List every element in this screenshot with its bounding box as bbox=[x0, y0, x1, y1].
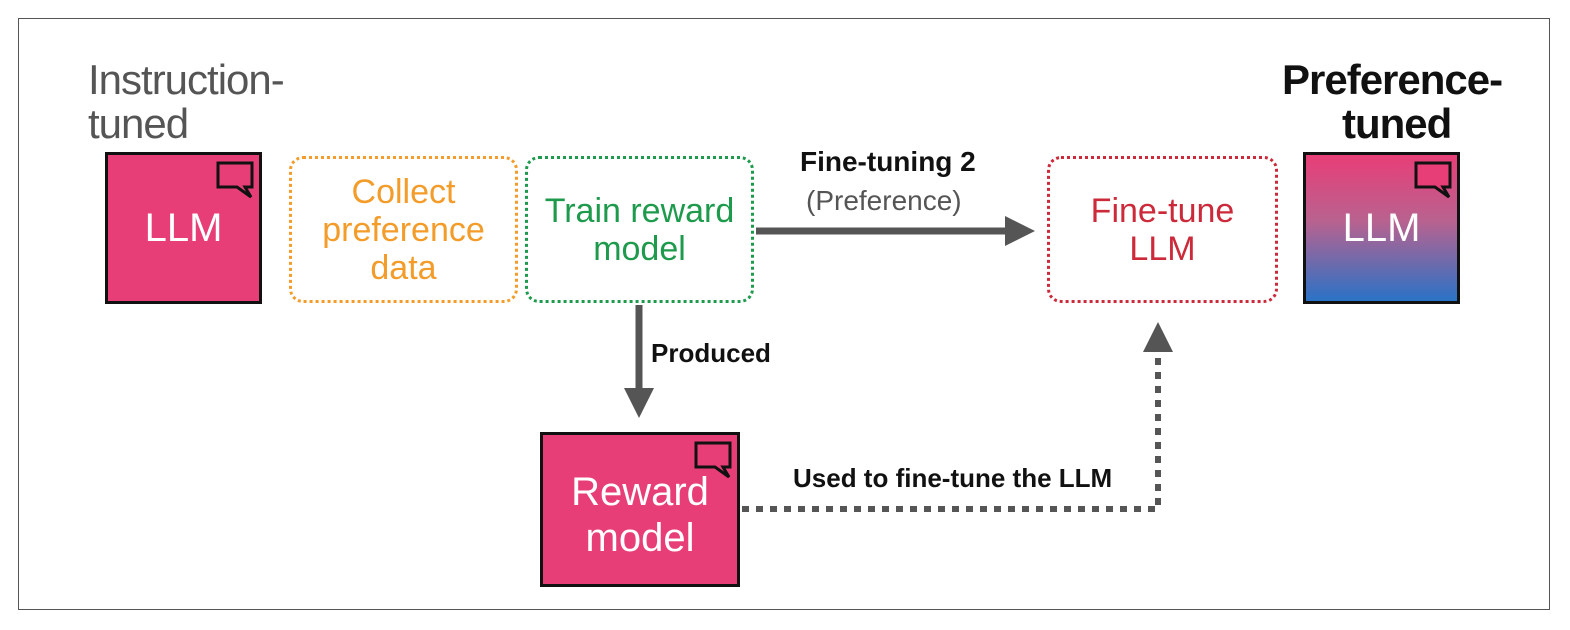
speech-bubble-icon bbox=[1414, 161, 1452, 199]
reward-model-box: Reward model bbox=[540, 432, 740, 587]
produced-arrow-head bbox=[624, 388, 654, 418]
preference-label: (Preference) bbox=[806, 185, 962, 216]
reward-line: model bbox=[585, 515, 695, 560]
step-line: LLM bbox=[1129, 229, 1196, 268]
collect-preference-data-step: Collect preference data bbox=[289, 156, 518, 303]
title-line: Preference- bbox=[1282, 56, 1503, 103]
finetuning-label: Fine-tuning 2 bbox=[800, 146, 976, 177]
llm-label: LLM bbox=[144, 206, 223, 250]
used-arrow-head bbox=[1143, 322, 1173, 352]
speech-bubble-icon bbox=[694, 441, 732, 479]
step-line: Fine-tune bbox=[1090, 191, 1235, 230]
step-line: Train reward bbox=[544, 191, 735, 230]
step-line: data bbox=[370, 248, 437, 287]
step-line: Collect bbox=[351, 172, 456, 211]
produced-label: Produced bbox=[651, 338, 771, 368]
instruction-llm-box: LLM bbox=[105, 152, 262, 304]
preference-tuned-title: Preference- tuned bbox=[1282, 56, 1503, 147]
title-line: tuned bbox=[1342, 100, 1452, 147]
step-line: model bbox=[593, 229, 686, 268]
finetuning-arrow-head bbox=[1005, 216, 1035, 246]
used-dotted-path bbox=[742, 350, 1161, 512]
used-label: Used to fine-tune the LLM bbox=[793, 463, 1113, 493]
instruction-tuned-title: Instruction- tuned bbox=[88, 56, 285, 147]
speech-bubble-icon bbox=[216, 161, 254, 199]
train-reward-model-step: Train reward model bbox=[525, 156, 754, 303]
reward-line: Reward bbox=[571, 469, 709, 514]
title-line: Instruction- bbox=[88, 56, 285, 103]
step-line: preference bbox=[322, 210, 485, 249]
llm-label: LLM bbox=[1342, 206, 1421, 250]
fine-tune-llm-step: Fine-tune LLM bbox=[1047, 156, 1278, 303]
title-line: tuned bbox=[88, 100, 189, 147]
preference-llm-box: LLM bbox=[1303, 152, 1460, 304]
